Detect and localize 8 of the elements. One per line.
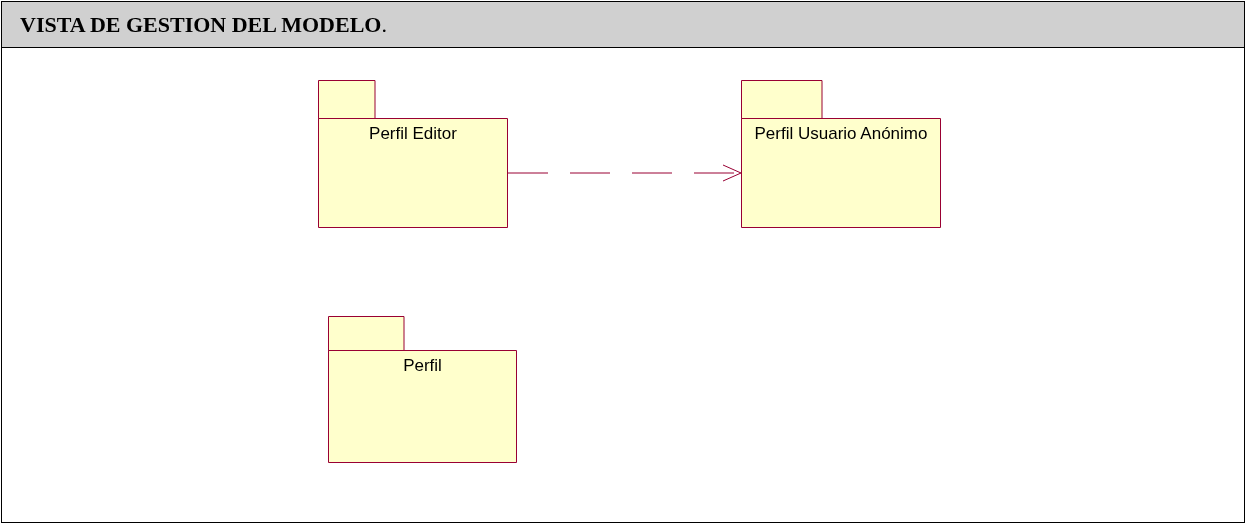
dependency-arrow (507, 164, 742, 182)
package-label: Perfil Editor (368, 124, 458, 144)
package-box (741, 80, 941, 228)
package-box (328, 316, 517, 463)
diagram-title: VISTA DE GESTION DEL MODELO. (20, 12, 387, 38)
package-box (318, 80, 508, 228)
package-label: Perfil Usuario Anónimo (753, 124, 929, 144)
package-label: Perfil (402, 356, 443, 376)
